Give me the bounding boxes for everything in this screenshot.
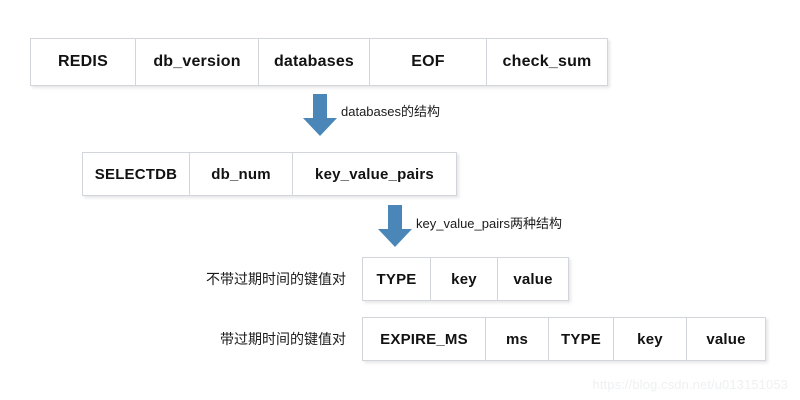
caption-no-expire: 不带过期时间的键值对 <box>206 271 346 287</box>
box-db-version: db_version <box>135 38 259 86</box>
databases-structure-row: SELECTDB db_num key_value_pairs <box>82 152 457 196</box>
box-check-sum: check_sum <box>486 38 608 86</box>
box-db-num: db_num <box>189 152 293 196</box>
databases-arrow-label: databases的结构 <box>341 104 440 119</box>
box-type-plain: TYPE <box>362 257 431 301</box>
caption-with-expire: 带过期时间的键值对 <box>220 331 346 347</box>
key-value-pairs-arrow-icon <box>378 205 412 247</box>
box-eof: EOF <box>369 38 487 86</box>
key-value-pairs-arrow-label: key_value_pairs两种结构 <box>416 216 562 231</box>
box-databases: databases <box>258 38 370 86</box>
box-redis: REDIS <box>30 38 136 86</box>
box-key-plain: key <box>430 257 498 301</box>
databases-arrow-icon <box>303 94 337 136</box>
box-value-plain: value <box>497 257 569 301</box>
rdb-file-layout-row: REDIS db_version databases EOF check_sum <box>30 38 608 86</box>
box-key-expire: key <box>613 317 687 361</box>
watermark: https://blog.csdn.net/u013151053 <box>592 377 788 392</box>
box-type-expire: TYPE <box>548 317 614 361</box>
kv-with-expire-row: EXPIRE_MS ms TYPE key value <box>362 317 766 361</box>
box-expire-ms: EXPIRE_MS <box>362 317 486 361</box>
box-ms: ms <box>485 317 549 361</box>
kv-without-expire-row: TYPE key value <box>362 257 569 301</box>
box-key-value-pairs: key_value_pairs <box>292 152 457 196</box>
box-value-expire: value <box>686 317 766 361</box>
box-selectdb: SELECTDB <box>82 152 190 196</box>
